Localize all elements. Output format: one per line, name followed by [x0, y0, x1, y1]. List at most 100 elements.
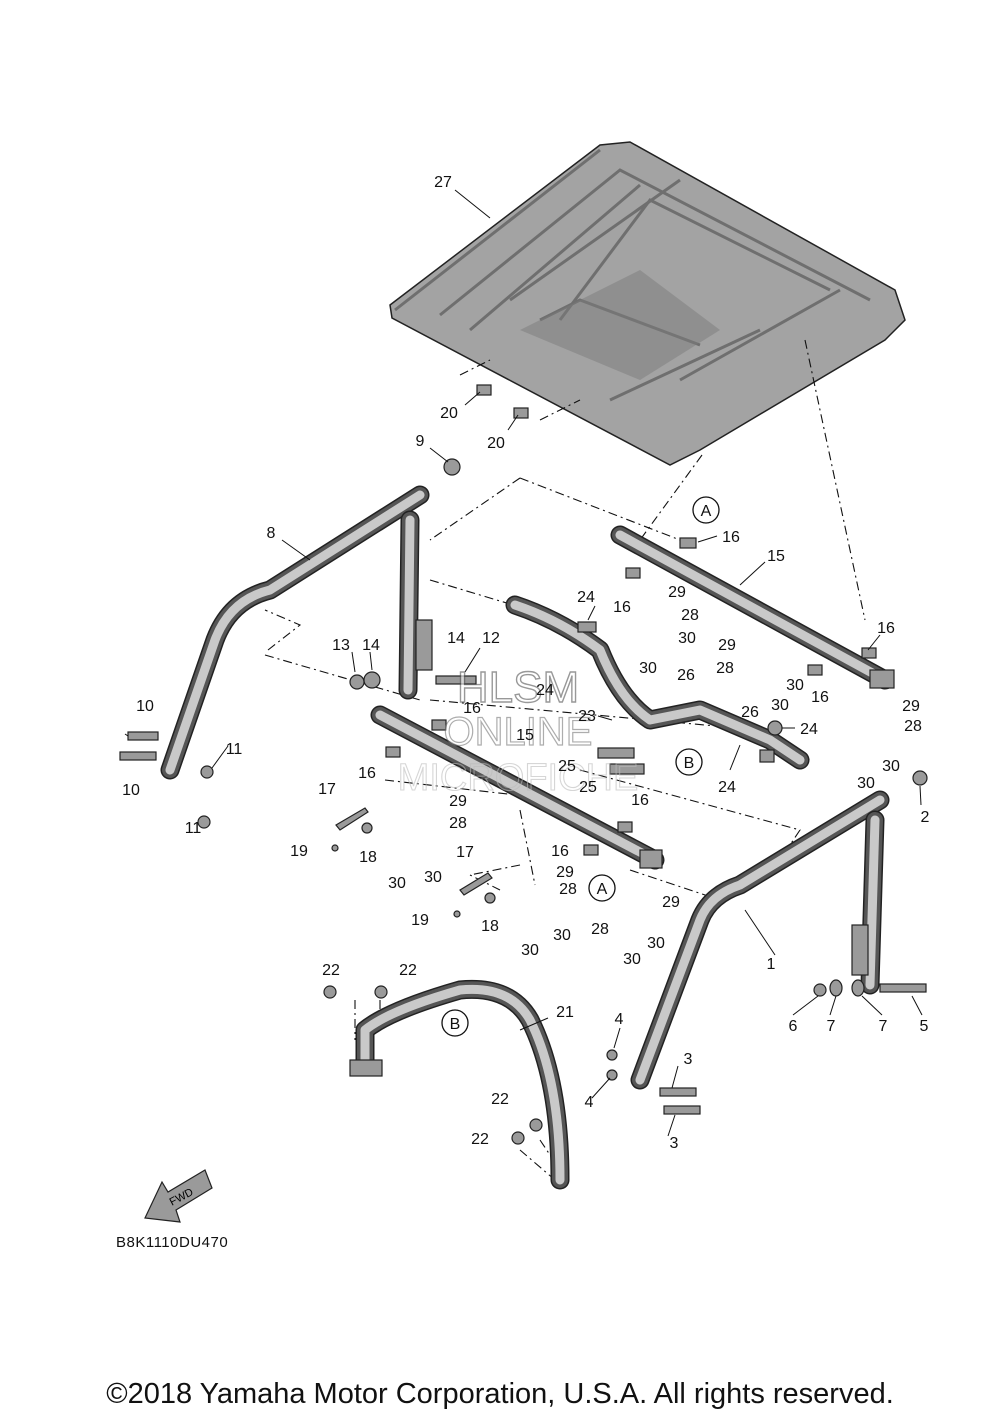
callout-15: 15 — [516, 727, 534, 744]
callout-23: 23 — [578, 708, 596, 725]
callout-30: 30 — [882, 758, 900, 775]
callout-28: 28 — [591, 921, 609, 938]
callout-2: 2 — [921, 809, 930, 826]
callout-27: 27 — [434, 174, 452, 191]
callout-29: 29 — [449, 793, 467, 810]
ref-circle-b-mid: B — [675, 748, 703, 776]
callout-30: 30 — [553, 927, 571, 944]
callout-22: 22 — [491, 1091, 509, 1108]
callout-29: 29 — [662, 894, 680, 911]
callout-5: 5 — [920, 1018, 929, 1035]
middle-bar-23 — [505, 595, 810, 770]
callout-7: 7 — [879, 1018, 888, 1035]
hardware — [119, 384, 928, 1145]
callout-16: 16 — [877, 620, 895, 637]
callout-30: 30 — [424, 869, 442, 886]
callout-1: 1 — [767, 956, 776, 973]
callout-4: 4 — [615, 1011, 624, 1028]
watermark-line-3: MICROFICHE — [398, 757, 639, 799]
callout-30: 30 — [678, 630, 696, 647]
callout-30: 30 — [639, 660, 657, 677]
callout-19: 19 — [411, 912, 429, 929]
callout-10: 10 — [136, 698, 154, 715]
callout-26: 26 — [677, 667, 695, 684]
callout-17: 17 — [456, 844, 474, 861]
rear-frame-8 — [160, 485, 433, 780]
callout-29: 29 — [556, 864, 574, 881]
leader-lines — [124, 189, 923, 1137]
fwd-arrow-icon: FWD — [144, 1169, 213, 1223]
callout-10: 10 — [122, 782, 140, 799]
callout-17: 17 — [318, 781, 336, 798]
callout-20: 20 — [440, 405, 458, 422]
callout-30: 30 — [388, 875, 406, 892]
copyright-footer: ©2018 Yamaha Motor Corporation, U.S.A. A… — [106, 1378, 894, 1410]
callout-12: 12 — [482, 630, 500, 647]
ref-circle-a-top: A — [692, 496, 720, 524]
callout-4: 4 — [585, 1094, 594, 1111]
callout-25: 25 — [579, 779, 597, 796]
ref-label: A — [701, 503, 712, 520]
callout-6: 6 — [789, 1018, 798, 1035]
watermark-line-1: HLSM — [457, 663, 579, 712]
callout-11: 11 — [185, 820, 202, 837]
callout-3: 3 — [670, 1135, 679, 1152]
callout-7: 7 — [827, 1018, 836, 1035]
ref-label: B — [450, 1016, 461, 1033]
callout-24: 24 — [718, 779, 736, 796]
roof-panel — [389, 141, 906, 466]
callout-24: 24 — [800, 721, 818, 738]
callout-3: 3 — [684, 1051, 693, 1068]
ref-label: A — [597, 881, 608, 898]
callout-15: 15 — [767, 548, 785, 565]
callout-28: 28 — [681, 607, 699, 624]
callouts: 27 20 20 9 8 16 15 16 29 28 30 24 30 29 … — [122, 174, 929, 1152]
callout-22: 22 — [399, 962, 417, 979]
callout-29: 29 — [902, 698, 920, 715]
cross-member-15-upper — [610, 525, 895, 690]
ref-circle-a-low: A — [588, 874, 616, 902]
callout-22: 22 — [471, 1131, 489, 1148]
callout-20: 20 — [487, 435, 505, 452]
callout-28: 28 — [559, 881, 577, 898]
callout-13: 13 — [332, 637, 350, 654]
callout-24: 24 — [577, 589, 595, 606]
callout-30: 30 — [857, 775, 875, 792]
callout-14: 14 — [362, 637, 380, 654]
callout-30: 30 — [521, 942, 539, 959]
ref-label: B — [684, 755, 695, 772]
callout-16: 16 — [613, 599, 631, 616]
ref-circle-b-low: B — [441, 1009, 469, 1037]
diagram-code: B8K1110DU470 — [116, 1234, 229, 1251]
callout-30: 30 — [647, 935, 665, 952]
callout-30: 30 — [771, 697, 789, 714]
watermark: HLSM ONLINE MICROFICHE — [397, 662, 639, 799]
callout-9: 9 — [416, 433, 425, 450]
callout-16: 16 — [631, 792, 649, 809]
callout-30: 30 — [786, 677, 804, 694]
callout-18: 18 — [359, 849, 377, 866]
callout-28: 28 — [716, 660, 734, 677]
callout-21: 21 — [556, 1004, 574, 1021]
front-frame-1 — [630, 790, 890, 1090]
callout-28: 28 — [449, 815, 467, 832]
callout-11: 11 — [226, 741, 243, 758]
watermark-line-2: ONLINE — [444, 710, 593, 754]
callout-18: 18 — [481, 918, 499, 935]
callout-30: 30 — [623, 951, 641, 968]
callout-16: 16 — [551, 843, 569, 860]
callout-26: 26 — [741, 704, 759, 721]
callout-29: 29 — [668, 584, 686, 601]
callout-16: 16 — [358, 765, 376, 782]
callout-28: 28 — [904, 718, 922, 735]
callout-14: 14 — [447, 630, 465, 647]
callout-16: 16 — [722, 529, 740, 546]
callout-25: 25 — [558, 758, 576, 775]
callout-8: 8 — [267, 525, 276, 542]
callout-22: 22 — [322, 962, 340, 979]
callout-16: 16 — [463, 700, 481, 717]
callout-16: 16 — [811, 689, 829, 706]
callout-19: 19 — [290, 843, 308, 860]
rear-bar-21 — [349, 979, 570, 1190]
callout-24: 24 — [536, 682, 554, 699]
